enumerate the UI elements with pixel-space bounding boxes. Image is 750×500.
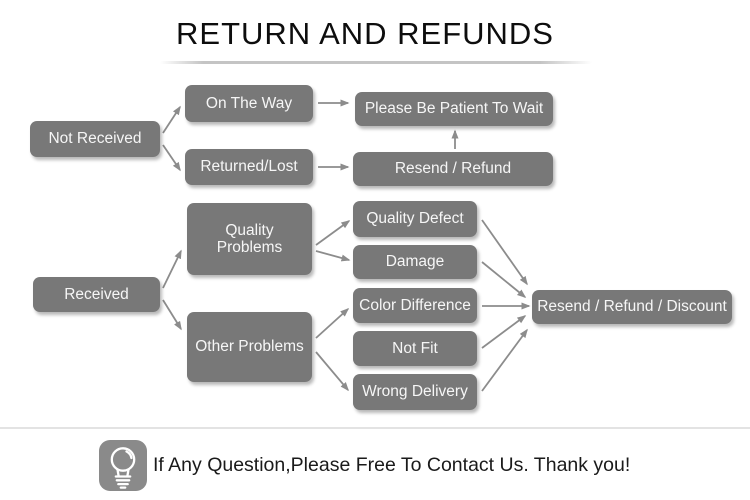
flow-arrow-wrong-delivery-to-resend-refund-discount [481, 328, 528, 392]
flow-node-wrong-delivery: Wrong Delivery [353, 374, 477, 410]
flow-node-damage: Damage [353, 245, 477, 279]
flow-node-please-be-patient: Please Be Patient To Wait [355, 92, 553, 126]
flow-node-not-fit: Not Fit [353, 331, 477, 366]
flow-arrow-other-problems-to-wrong-delivery [315, 351, 349, 392]
flow-arrow-quality-problems-to-damage [315, 250, 351, 262]
footer-divider [0, 427, 750, 429]
title-underline [160, 61, 592, 64]
flow-node-resend-refund: Resend / Refund [353, 152, 553, 186]
flow-arrow-quality-defect-to-resend-refund-discount [481, 219, 528, 286]
flow-node-not-received: Not Received [30, 121, 160, 157]
flow-node-quality-defect: Quality Defect [353, 201, 477, 237]
flow-node-color-difference: Color Difference [353, 288, 477, 323]
flow-node-resend-refund-discount: Resend / Refund / Discount [532, 290, 732, 324]
flow-arrow-other-problems-to-color-difference [315, 307, 350, 339]
footer-message: If Any Question,Please Free To Contact U… [153, 454, 631, 476]
lightbulb-icon [99, 440, 147, 491]
flow-node-received: Received [33, 277, 160, 312]
flow-arrow-not-fit-to-resend-refund-discount [481, 315, 527, 349]
page-title: RETURN AND REFUNDS [176, 16, 554, 51]
flow-node-on-the-way: On The Way [185, 85, 313, 122]
flow-node-other-problems: Other Problems [187, 312, 312, 382]
flow-arrow-received-to-other-problems [162, 299, 182, 331]
flow-node-returned-lost: Returned/Lost [185, 149, 313, 185]
flow-node-quality-problems: Quality Problems [187, 203, 312, 275]
flow-arrow-quality-problems-to-quality-defect [315, 220, 351, 246]
flow-arrow-not-received-to-returned-lost [162, 144, 181, 172]
flow-arrow-received-to-quality-problems [162, 249, 182, 289]
flow-arrow-damage-to-resend-refund-discount [481, 261, 527, 298]
flow-arrow-not-received-to-on-the-way [162, 105, 181, 134]
